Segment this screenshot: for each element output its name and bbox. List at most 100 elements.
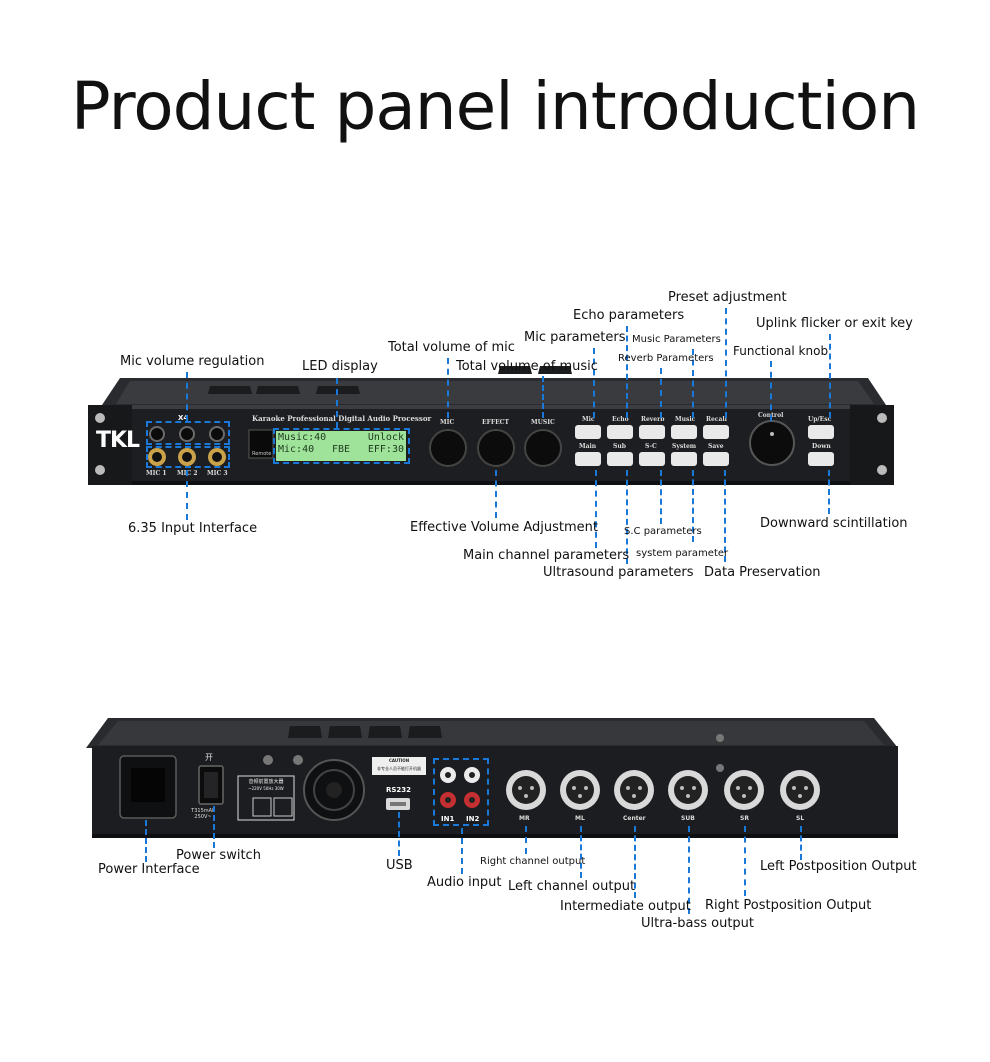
warning-text: 非专业人员不能打开机器 <box>377 766 421 771</box>
page-title: Product panel introduction <box>70 68 920 145</box>
audio-input-highlight <box>433 758 489 826</box>
leader-preset <box>725 308 727 418</box>
leader-left-post <box>800 826 802 860</box>
knob-mic-label: MIC <box>440 419 455 426</box>
btn-sc-label: S-C <box>645 443 657 450</box>
label-usb: USB <box>386 858 413 873</box>
leader-input <box>186 470 188 520</box>
leader-music-params <box>692 349 694 418</box>
switch-mark: 开 <box>205 753 213 762</box>
out-sr-label: SR <box>740 815 749 822</box>
leader-echo <box>626 326 628 418</box>
label-power-interface: Power Interface <box>98 862 200 877</box>
btn-sub-label: Sub <box>613 443 626 450</box>
mic-jack-highlight <box>146 446 230 468</box>
label-right-channel: Right channel output <box>480 856 586 867</box>
btn-echo-label: Echo <box>612 416 629 423</box>
leader-sc <box>660 470 662 524</box>
mic1-label: MIC 1 <box>146 470 167 477</box>
knob-effect-label: EFFECT <box>482 419 509 426</box>
label-music-params: Music Parameters <box>632 334 721 345</box>
label-functional-knob: Functional knob <box>733 344 829 358</box>
out-ml-label: ML <box>575 815 585 822</box>
label-ultra-bass: Ultra-bass output <box>641 916 755 931</box>
label-main-channel: Main channel parameters <box>463 548 630 563</box>
knob-music-label: MUSIC <box>531 419 555 426</box>
label-right-post: Right Postposition Output <box>705 898 872 913</box>
leader-intermediate <box>634 826 636 898</box>
label-data-preservation: Data Preservation <box>704 565 821 580</box>
leader-save <box>724 470 726 562</box>
leader-power-switch <box>213 806 215 848</box>
label-audio-input: Audio input <box>427 875 502 890</box>
btn-down-label: Down <box>812 443 831 450</box>
leader-uplink <box>829 334 831 418</box>
out-center-label: Center <box>623 815 646 822</box>
label-echo-params: Echo parameters <box>573 308 685 323</box>
lcd-display: Music:40 Unlock Mic:40 FBE EFF:30 <box>278 432 404 460</box>
label-left-channel: Left channel output <box>508 879 636 894</box>
x4-mark: X4 <box>178 414 189 422</box>
out-sub-label: SUB <box>681 815 695 822</box>
label-total-mic: Total volume of mic <box>388 340 515 355</box>
in1-label: IN1 <box>441 815 455 823</box>
label-left-post: Left Postposition Output <box>760 859 917 874</box>
leader-reverb <box>660 368 662 418</box>
label-sc-params: S.C parameters <box>624 526 702 537</box>
leader-left-channel <box>580 826 582 878</box>
lcd-fbe: FBE <box>331 444 351 455</box>
leader-total-music <box>542 376 544 418</box>
leader-main <box>595 470 597 548</box>
leader-total-mic <box>447 358 449 418</box>
product-line-text: Karaoke Professional Digital Audio Proce… <box>252 414 432 423</box>
label-uplink: Uplink flicker or exit key <box>756 316 913 331</box>
out-mr-label: MR <box>519 815 530 822</box>
mic3-label: MIC 3 <box>207 470 228 477</box>
label-mic-params: Mic parameters <box>524 330 626 345</box>
label-intermediate: Intermediate output <box>560 899 691 914</box>
label-ultrasound: Ultrasound parameters <box>543 565 694 580</box>
btn-upesc-label: Up/Esc <box>808 416 832 423</box>
label-mic-volume: Mic volume regulation <box>120 354 265 369</box>
btn-save-label: Save <box>708 443 724 450</box>
leader-right-post <box>744 826 746 896</box>
leader-mic-params <box>593 348 595 418</box>
rs232-label: RS232 <box>386 786 412 794</box>
btn-recall-label: Recall <box>706 416 727 423</box>
leader-usb <box>398 812 400 856</box>
btn-main-label: Main <box>579 443 597 450</box>
spec-line2: ~220V 50Hz 30W <box>248 786 284 791</box>
leader-power-interface <box>145 820 147 862</box>
leader-ultrasound <box>626 470 628 564</box>
brand-logo: TKL <box>96 428 140 453</box>
label-reverb-params: Reverb Parameters <box>618 353 714 364</box>
out-sl-label: SL <box>796 815 805 822</box>
label-effective-volume: Effective Volume Adjustment <box>410 520 598 535</box>
leader-audio-input <box>461 828 463 874</box>
warning-title: CAUTION <box>388 758 410 763</box>
btn-reverb-label: Reverb <box>641 416 665 423</box>
lcd-eff: EFF:30 <box>367 444 404 455</box>
btn-mic-label: Mic <box>582 416 595 423</box>
mic-knob-highlight <box>146 421 230 445</box>
label-power-switch: Power switch <box>176 848 261 863</box>
remote-label: Remote <box>252 451 272 457</box>
lcd-highlight <box>273 428 410 464</box>
leader-down <box>828 470 830 514</box>
label-preset: Preset adjustment <box>668 290 787 305</box>
lcd-unlock: Unlock <box>367 432 404 443</box>
leader-right-channel <box>525 826 527 854</box>
lcd-mic: Mic:40 <box>278 444 315 455</box>
btn-music-label: Music <box>675 416 696 423</box>
leader-ultra-bass <box>688 826 690 914</box>
leader-functional <box>770 361 772 421</box>
label-downward: Downward scintillation <box>760 516 908 531</box>
label-input-interface: 6.35 Input Interface <box>128 521 258 536</box>
in2-label: IN2 <box>466 815 480 823</box>
spec-line1: 音频前置放大器 <box>248 779 284 785</box>
label-total-music: Total volume of music <box>456 359 598 374</box>
lcd-music: Music:40 <box>278 432 327 443</box>
leader-effective <box>495 470 497 518</box>
leader-system <box>692 470 694 542</box>
